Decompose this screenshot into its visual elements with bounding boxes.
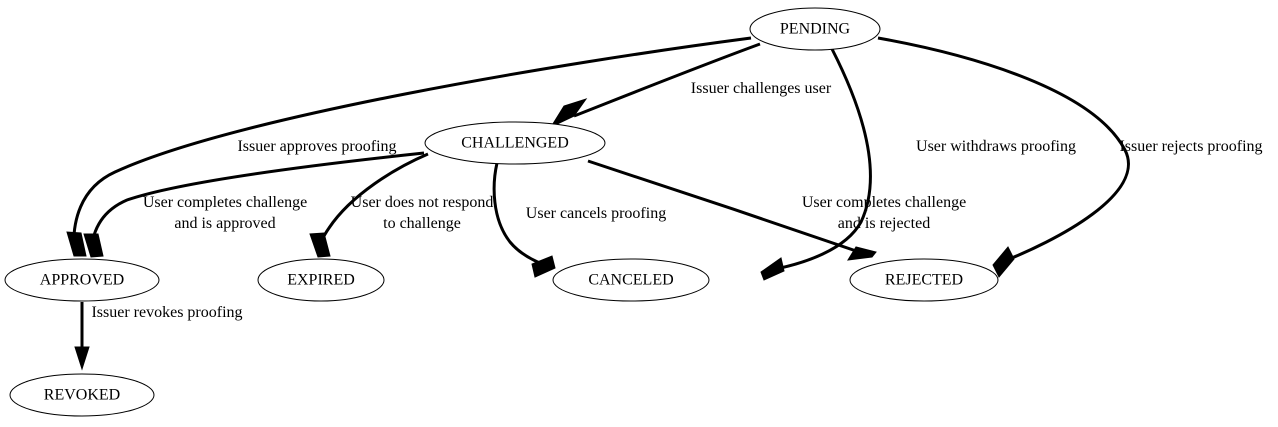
edge-label-issuer-approves-proofing: Issuer approves proofing xyxy=(237,138,396,155)
edge-label-user-completes-challenge-approved-line1: User completes challenge xyxy=(143,194,307,211)
edge-approved-revoked-arrowhead xyxy=(74,346,90,371)
edge-challenged-expired-arrowhead xyxy=(309,232,331,258)
edge-pending-approved xyxy=(66,36,752,257)
edge-label-user-completes-challenge-approved-line2: and is approved xyxy=(174,215,275,232)
edge-label-issuer-rejects-proofing: Issuer rejects proofing xyxy=(1119,138,1262,155)
node-revoked[interactable]: REVOKED xyxy=(9,373,155,417)
node-approved-ellipse[interactable] xyxy=(4,258,160,302)
node-pending[interactable]: PENDING xyxy=(749,7,881,51)
node-canceled-ellipse[interactable] xyxy=(552,258,710,302)
edge-label-user-does-not-respond-line1: User does not respond xyxy=(351,194,494,211)
edge-challenged-rejected xyxy=(587,159,877,261)
edge-label-user-withdraws-proofing: User withdraws proofing xyxy=(916,138,1076,155)
node-approved[interactable]: APPROVED xyxy=(4,258,160,302)
edge-pending-canceled-arrowhead xyxy=(760,257,785,281)
edge-pending-approved-arrowhead xyxy=(66,231,87,257)
edge-pending-rejected-arrowhead xyxy=(992,246,1015,278)
edge-challenged-approved xyxy=(83,151,425,258)
edge-pending-approved-path xyxy=(72,36,752,253)
node-approved-label: APPROVED xyxy=(40,272,124,289)
edge-challenged-canceled xyxy=(492,162,556,278)
edge-challenged-approved-path xyxy=(89,151,425,254)
edge-pending-challenged-path xyxy=(573,42,761,118)
node-challenged-label: CHALLENGED xyxy=(461,135,569,152)
edge-pending-rejected-path xyxy=(877,36,1130,266)
node-rejected-label: REJECTED xyxy=(885,272,963,289)
node-expired[interactable]: EXPIRED xyxy=(257,258,385,302)
edge-challenged-canceled-arrowhead xyxy=(531,255,556,278)
edge-label-user-cancels-proofing: User cancels proofing xyxy=(526,205,666,222)
edge-pending-challenged xyxy=(549,42,761,129)
edge-challenged-expired xyxy=(309,152,429,258)
edge-challenged-canceled-path xyxy=(492,162,552,269)
edge-pending-canceled xyxy=(760,48,872,281)
edge-challenged-rejected-path xyxy=(587,159,869,257)
node-pending-label: PENDING xyxy=(780,21,851,38)
node-pending-ellipse[interactable] xyxy=(749,7,881,51)
node-canceled-label: CANCELED xyxy=(588,272,673,289)
edge-challenged-approved-arrowhead xyxy=(83,233,104,258)
node-revoked-label: REVOKED xyxy=(44,387,120,404)
edge-approved-revoked xyxy=(74,302,90,371)
node-rejected[interactable]: REJECTED xyxy=(849,258,999,302)
node-expired-label: EXPIRED xyxy=(287,272,355,289)
edge-label-user-completes-challenge-rejected-line2: and is rejected xyxy=(838,215,930,232)
node-challenged-ellipse[interactable] xyxy=(424,121,606,165)
edge-label-user-does-not-respond-line2: to challenge xyxy=(383,215,461,232)
edge-pending-challenged-arrowhead xyxy=(549,98,588,129)
node-rejected-ellipse[interactable] xyxy=(849,258,999,302)
edge-label-pending-challenges-user: Issuer challenges user xyxy=(691,80,832,97)
edge-pending-rejected xyxy=(877,36,1130,278)
edge-label-issuer-revokes-proofing: Issuer revokes proofing xyxy=(91,304,242,321)
edge-pending-canceled-path xyxy=(764,48,872,273)
node-expired-ellipse[interactable] xyxy=(257,258,385,302)
edge-label-user-completes-challenge-rejected-line1: User completes challenge xyxy=(802,194,966,211)
node-canceled[interactable]: CANCELED xyxy=(552,258,710,302)
node-challenged[interactable]: CHALLENGED xyxy=(424,121,606,165)
edge-challenged-rejected-arrowhead xyxy=(847,246,877,261)
node-revoked-ellipse[interactable] xyxy=(9,373,155,417)
